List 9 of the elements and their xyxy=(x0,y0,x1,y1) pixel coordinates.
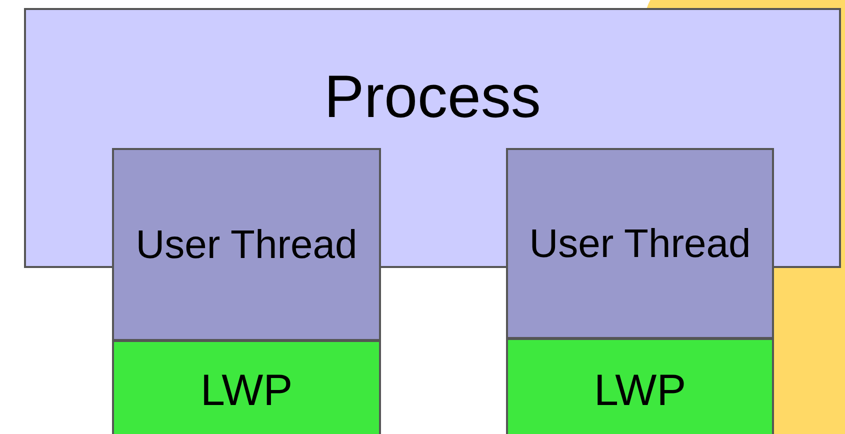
node-label: LWP xyxy=(199,365,294,417)
thread-box xyxy=(112,148,381,341)
thread-box xyxy=(506,148,774,339)
node-label: User Thread xyxy=(134,222,358,268)
lwp-box xyxy=(506,338,774,434)
lwp-box xyxy=(112,340,381,434)
node-label: LWP xyxy=(592,365,688,417)
node-label: Process xyxy=(323,62,542,132)
node-label: User Thread xyxy=(528,220,752,268)
